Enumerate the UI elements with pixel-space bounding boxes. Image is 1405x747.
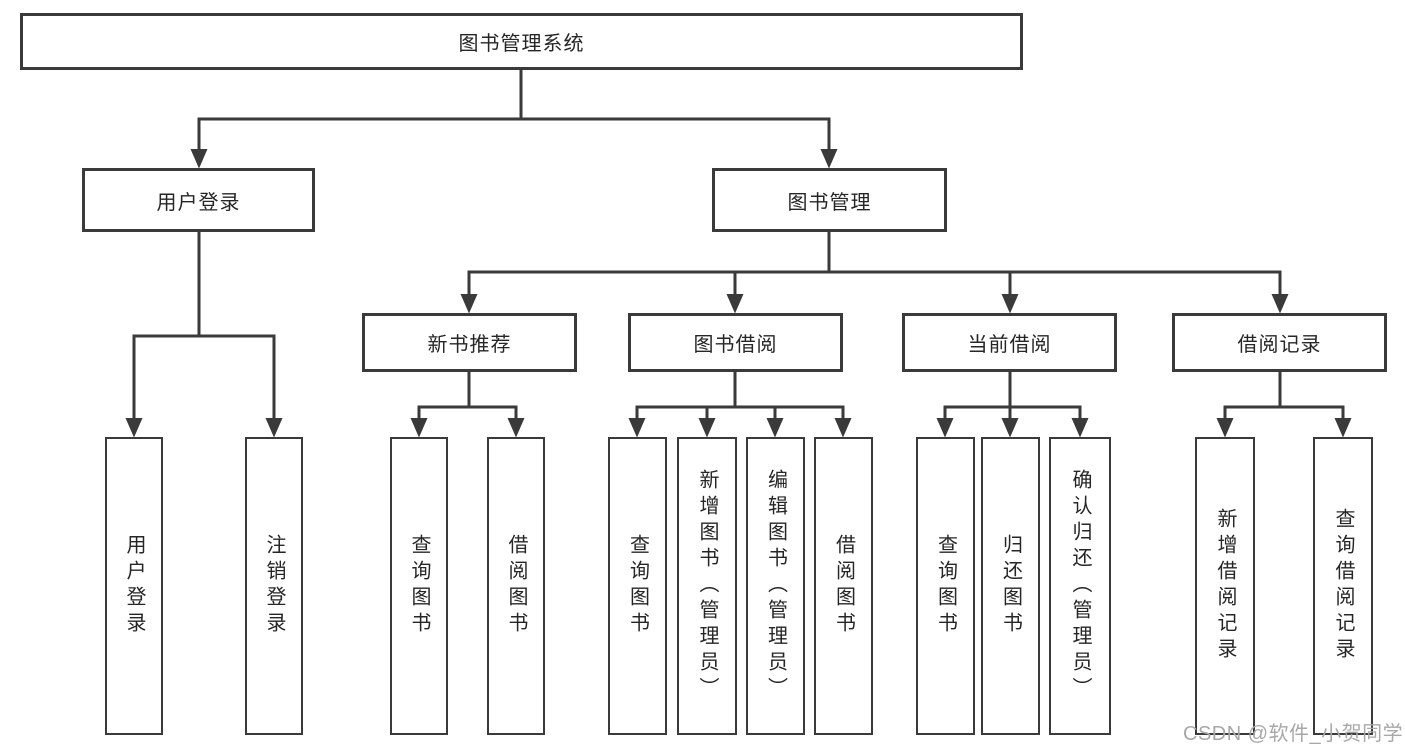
leaf-return-books: 归还图书	[981, 437, 1040, 735]
leaf-add-book-admin: 新增图书（管理员）	[677, 437, 737, 735]
leaf-borrow-books-borrow-label: 借阅图书	[832, 534, 855, 638]
node-root-label: 图书管理系统	[458, 33, 585, 55]
leaf-query-borrow-record-label: 查询借阅记录	[1332, 508, 1354, 664]
leaf-borrow-books-borrow: 借阅图书	[814, 437, 873, 735]
node-book-management: 图书管理	[712, 168, 947, 232]
node-book-borrow-label: 图书借阅	[693, 334, 778, 356]
leaf-query-books-recommend-label: 查询图书	[408, 534, 430, 638]
node-user-login: 用户登录	[82, 168, 315, 232]
node-borrow-records-label: 借阅记录	[1237, 334, 1322, 356]
node-new-book-recommend-label: 新书推荐	[427, 334, 512, 356]
leaf-query-books-current: 查询图书	[916, 437, 975, 735]
node-current-borrow: 当前借阅	[902, 313, 1117, 372]
leaf-query-books-borrow-label: 查询图书	[626, 534, 649, 638]
node-book-borrow: 图书借阅	[628, 313, 843, 372]
leaf-add-borrow-record-label: 新增借阅记录	[1214, 508, 1236, 664]
node-new-book-recommend: 新书推荐	[362, 313, 577, 372]
leaf-user-login-label: 用户登录	[123, 534, 145, 638]
leaf-query-books-borrow: 查询图书	[608, 437, 667, 735]
leaf-confirm-return-admin-label: 确认归还（管理员）	[1069, 469, 1091, 703]
leaf-return-books-label: 归还图书	[999, 534, 1022, 638]
leaf-logout-login-label: 注销登录	[263, 534, 285, 638]
node-borrow-records: 借阅记录	[1172, 313, 1387, 372]
node-root: 图书管理系统	[20, 13, 1023, 70]
watermark: CSDN @软件_小贺同学	[1183, 723, 1404, 745]
node-book-management-label: 图书管理	[787, 191, 872, 214]
leaf-confirm-return-admin: 确认归还（管理员）	[1049, 437, 1111, 735]
leaf-query-borrow-record: 查询借阅记录	[1313, 437, 1373, 735]
leaf-borrow-books-recommend-label: 借阅图书	[505, 534, 527, 638]
leaf-borrow-books-recommend: 借阅图书	[487, 437, 545, 735]
leaf-add-borrow-record: 新增借阅记录	[1195, 437, 1255, 735]
leaf-logout-login: 注销登录	[245, 437, 303, 735]
leaf-edit-book-admin: 编辑图书（管理员）	[746, 437, 805, 735]
leaf-query-books-recommend: 查询图书	[390, 437, 448, 735]
leaf-user-login: 用户登录	[105, 437, 163, 735]
leaf-add-book-admin-label: 新增图书（管理员）	[696, 469, 718, 703]
leaf-query-books-current-label: 查询图书	[934, 534, 957, 638]
node-user-login-label: 用户登录	[156, 191, 241, 214]
leaf-edit-book-admin-label: 编辑图书（管理员）	[764, 469, 787, 703]
node-current-borrow-label: 当前借阅	[967, 334, 1052, 356]
